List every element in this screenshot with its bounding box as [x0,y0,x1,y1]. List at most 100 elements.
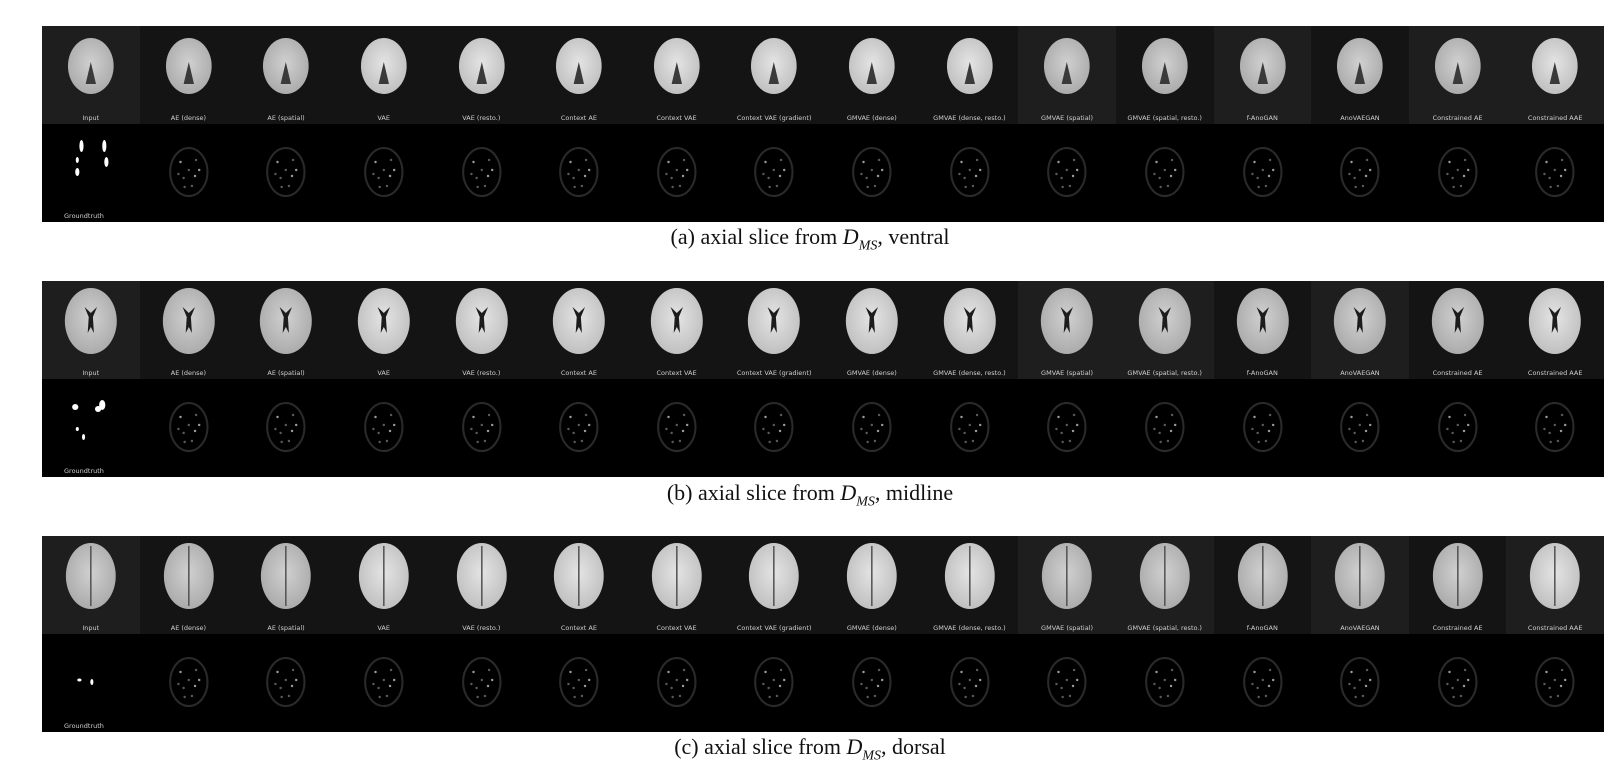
residual-spot [1553,423,1557,427]
brain-slice-image [64,288,117,354]
residual-spot [588,168,591,172]
reconstruction-cell: Context AE [530,281,628,379]
brain-slice-image [162,288,215,354]
reconstruction-cell: Input [42,281,140,379]
residual-spot [194,158,197,162]
residual-spot [1264,439,1267,443]
brain-slice-image [943,288,996,354]
residual-map-outline [1340,402,1380,452]
brainstem-shape [1159,62,1170,84]
residual-spot [764,415,768,419]
method-label: GMVAE (dense) [846,624,897,632]
residual-map-outline [1535,402,1575,452]
residual-spot [959,670,963,674]
residual-spot [471,160,475,164]
method-label: Context AE [560,624,597,632]
residual-spot [667,160,670,164]
residual-spot [880,678,884,682]
residual-spot [1462,174,1466,178]
residual-map-image [363,402,404,452]
residual-spot [385,184,389,188]
residual-spot [670,686,673,690]
residual-map-image [656,657,697,707]
residual-spot [274,172,277,176]
residual-spot [583,174,587,178]
residual-spot [1543,172,1547,176]
residual-map-outline [1437,147,1478,197]
residual-spot [1545,670,1549,674]
residual-spot [176,427,180,431]
residual-spot [1158,686,1161,690]
residual-spot [1153,682,1156,686]
residual-cell [1311,124,1409,222]
residual-row: Groundtruth [42,379,1604,477]
residual-spot [486,684,489,688]
brain-slice-image [1431,288,1484,354]
residual-map-image [363,147,404,197]
lesion-mark [90,679,94,685]
residual-spot [588,678,591,682]
method-label: AE (spatial) [267,624,305,632]
reconstruction-cell: VAE [334,26,433,124]
caption-c-prefix: (c) axial slice from [674,734,847,759]
residual-spot [388,429,392,433]
residual-spot [190,439,193,443]
method-label: GMVAE (spatial, resto.) [1127,624,1202,632]
residual-spot [480,168,483,172]
residual-map-outline [1047,147,1087,197]
residual-map-outline [656,657,697,707]
residual-map-outline [754,402,794,452]
residual-spot [573,185,577,189]
residual-spot [764,160,768,164]
residual-spot [780,413,783,417]
method-label: f-AnoGAN [1246,369,1278,377]
residual-spot [1271,678,1274,682]
method-label: GMVAE (dense, resto.) [933,624,1006,632]
residual-spot [389,668,393,672]
residual-spot [1451,686,1454,690]
residual-spot [675,168,678,172]
residual-cell [823,379,921,477]
reconstruction-cell: f-AnoGAN [1213,26,1312,124]
residual-spot [685,168,689,172]
lesion-mark [104,157,109,167]
brain-slice-image [165,38,212,94]
residual-cell [920,124,1019,222]
residual-spot [292,668,295,672]
residual-map-outline [754,147,794,197]
residual-spot [392,678,396,682]
brain-slice-image [1141,38,1188,94]
residual-map-outline [1535,657,1575,707]
residual-spot [584,413,588,417]
brain-slice-image [163,543,214,609]
method-label: Context VAE [656,624,697,632]
residual-spot [1261,678,1264,682]
lesion-mark [102,140,107,152]
residual-spot [667,415,670,419]
residual-spot [279,176,283,180]
residual-spot [569,670,572,674]
method-label: AnoVAEGAN [1340,369,1380,377]
residual-map-image [852,402,892,452]
brain-slice-image [65,543,116,609]
reconstruction-cell: AnoVAEGAN [1311,281,1409,379]
residual-spot [295,678,298,682]
residual-map-image [363,657,404,707]
residual-map-outline [1242,147,1283,197]
residual-spot [876,429,880,433]
brain-slice-image [357,288,410,354]
ventricle-shape [377,307,390,333]
residual-map-image [1144,657,1185,707]
residual-spot [1255,176,1259,180]
residual-spot [1166,184,1170,188]
residual-spot [682,158,686,162]
residual-spot [772,168,776,172]
brain-slice-image [1236,288,1289,354]
residual-spot [475,440,479,444]
residual-spot [1256,185,1260,189]
residual-spot [580,694,584,698]
residual-spot [1055,427,1058,431]
residual-spot [588,423,591,427]
